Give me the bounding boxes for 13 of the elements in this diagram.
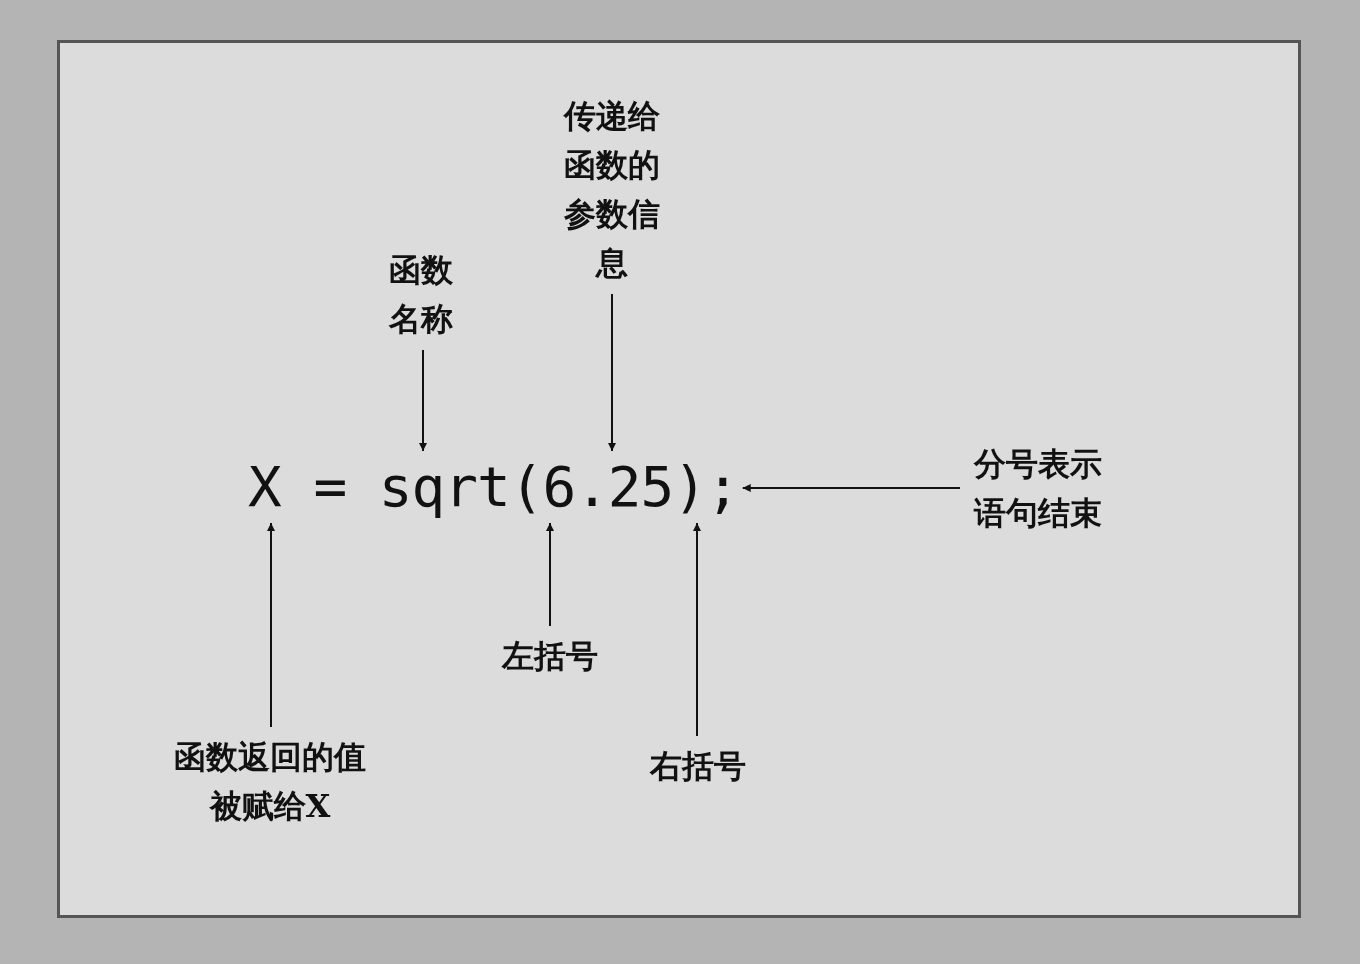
code-line: X = sqrt(6.25); <box>248 455 739 519</box>
leader-arrow <box>693 522 701 737</box>
leader-arrow <box>546 522 554 627</box>
annotation-text: 函数名称 <box>386 246 456 344</box>
leader-arrow <box>741 484 961 492</box>
annotation-text: 函数返回的值被赋给X <box>168 733 372 831</box>
leader-arrow <box>608 293 616 452</box>
annotation-text: 传递给函数的参数信息 <box>560 92 664 288</box>
annotation-text: 分号表示语句结束 <box>970 440 1106 538</box>
leader-arrow <box>419 349 427 452</box>
annotation-text: 右括号 <box>646 742 750 791</box>
annotation-text: 左括号 <box>498 632 602 681</box>
leader-arrow <box>267 522 275 728</box>
